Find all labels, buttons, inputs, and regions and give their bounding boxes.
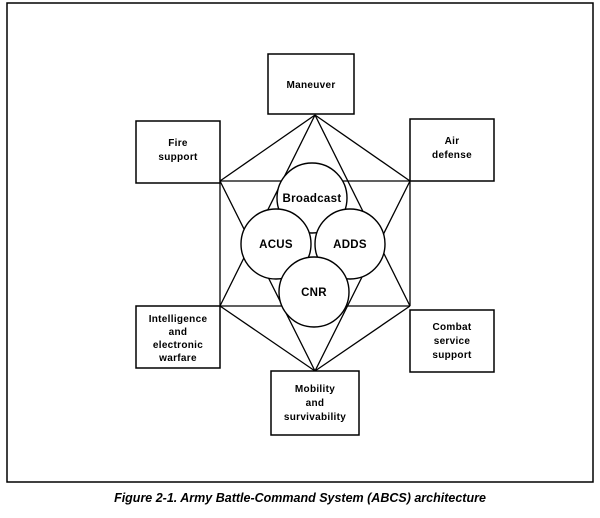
air-defense-box: Air defense bbox=[409, 118, 495, 182]
maneuver-label: Maneuver bbox=[286, 80, 335, 91]
intelligence-label-line2: and bbox=[169, 327, 188, 338]
air-defense-label-line2: defense bbox=[432, 150, 472, 161]
mobility-box: Mobility and survivability bbox=[270, 370, 360, 436]
acus-label: ACUS bbox=[259, 239, 293, 251]
edge-lowerright-bottom bbox=[314, 305, 411, 372]
edge-top-upperright bbox=[314, 114, 411, 182]
figure-caption: Figure 2-1. Army Battle-Command System (… bbox=[114, 491, 486, 505]
broadcast-label: Broadcast bbox=[283, 193, 342, 205]
fire-support-label-line2: support bbox=[158, 152, 198, 163]
edge-top-lowerright bbox=[314, 114, 411, 307]
adds-label: ADDS bbox=[333, 239, 367, 251]
combat-service-support-label-line3: support bbox=[432, 350, 472, 361]
combat-service-support-label-line1: Combat bbox=[432, 322, 471, 333]
intelligence-label-line4: warfare bbox=[158, 353, 197, 364]
combat-service-support-box: Combat service support bbox=[409, 309, 495, 373]
mobility-label-line1: Mobility bbox=[295, 384, 335, 395]
mobility-label-line2: and bbox=[306, 398, 325, 409]
cnr-label: CNR bbox=[301, 287, 327, 299]
maneuver-box: Maneuver bbox=[267, 53, 355, 115]
intelligence-label-line3: electronic bbox=[153, 340, 203, 351]
mobility-label-line3: survivability bbox=[284, 412, 346, 423]
cnr-circle bbox=[278, 256, 350, 328]
fire-support-label-line1: Fire bbox=[168, 138, 188, 149]
fire-support-box: Fire support bbox=[135, 120, 221, 184]
air-defense-label-line1: Air bbox=[445, 136, 460, 147]
edge-upperleft-top bbox=[219, 114, 316, 182]
edge-bottom-lowerleft bbox=[219, 305, 316, 372]
intelligence-box: Intelligence and electronic warfare bbox=[135, 305, 221, 369]
acus-circle bbox=[240, 208, 312, 280]
combat-service-support-label-line2: service bbox=[434, 336, 471, 347]
figure-border bbox=[6, 2, 594, 483]
network-circles: Broadcast ACUS ADDS CNR bbox=[240, 162, 386, 328]
intelligence-label-line1: Intelligence bbox=[149, 314, 208, 325]
